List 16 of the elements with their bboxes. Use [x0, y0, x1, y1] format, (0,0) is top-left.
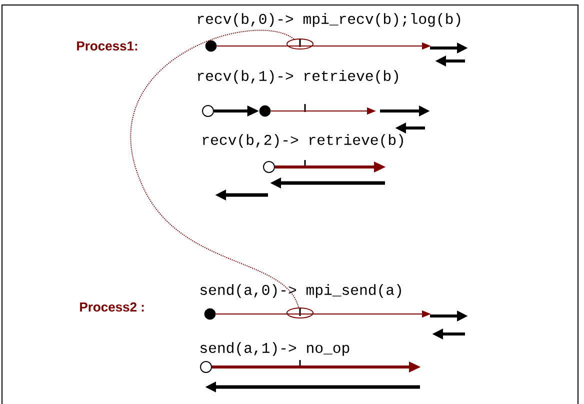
ellipse-marker — [286, 308, 314, 318]
code-label: send(a,1)-> no_op — [200, 342, 350, 356]
ellipse-marker — [286, 38, 314, 50]
code-label: recv(b,0)-> mpi_recv(b);log(b) — [198, 13, 460, 27]
dot — [205, 40, 217, 52]
code-label: recv(b,2)-> retrieve(b) — [202, 134, 403, 148]
code-label: send(a,0)-> mpi_send(a) — [200, 284, 401, 298]
dot — [204, 308, 216, 320]
open-circle — [202, 105, 214, 117]
open-circle — [200, 361, 212, 373]
process-label: Process1: — [77, 41, 138, 51]
dot — [259, 105, 271, 117]
dotted-curve — [130, 30, 300, 308]
process-label: Process2 : — [80, 302, 144, 312]
open-circle — [263, 161, 275, 173]
code-label: recv(b,1)-> retrieve(b) — [198, 70, 398, 84]
